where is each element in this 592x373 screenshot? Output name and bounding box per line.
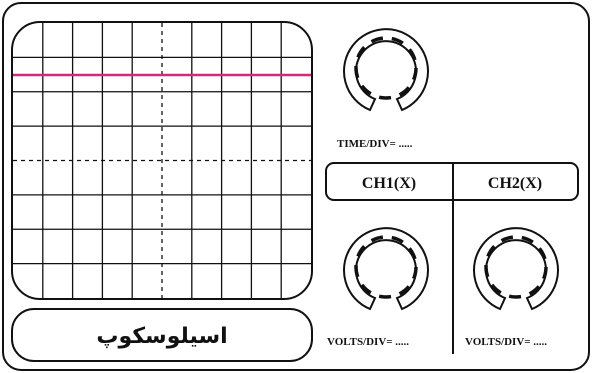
ch1-label: CH1(X) xyxy=(362,175,416,192)
ch2-volts-div-label: VOLTS/DIV= ..... xyxy=(465,336,547,348)
time-div-knob[interactable] xyxy=(343,28,429,112)
ch2-label: CH2(X) xyxy=(488,175,542,192)
screen-grid xyxy=(13,23,311,298)
oscilloscope-screen xyxy=(11,21,313,300)
ch1-volts-div-knob[interactable] xyxy=(343,227,429,311)
ch2-volts-div-knob[interactable] xyxy=(473,227,559,311)
title-box xyxy=(11,308,313,362)
time-div-label: TIME/DIV= ..... xyxy=(337,138,413,150)
ch1-volts-div-label: VOLTS/DIV= ..... xyxy=(327,336,409,348)
device-title: اسیلوسکوپ xyxy=(96,324,227,349)
